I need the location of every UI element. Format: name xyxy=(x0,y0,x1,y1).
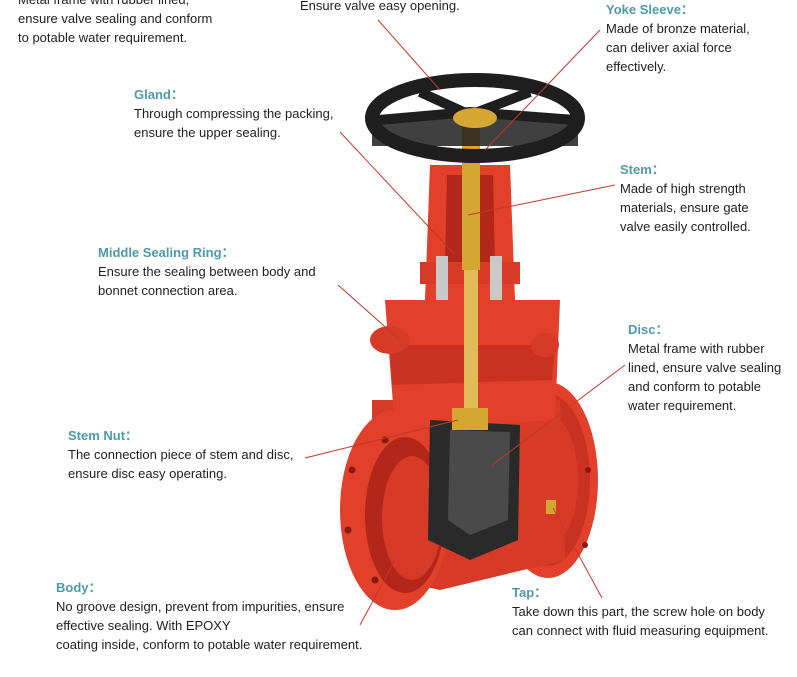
left-flange xyxy=(340,410,450,610)
disc-desc: Metal frame with rubber lined, ensure va… xyxy=(628,341,782,413)
body-desc: No groove design, prevent from impuritie… xyxy=(56,599,363,652)
middle-sealing-ring-title: Middle Sealing Ring： xyxy=(98,245,235,260)
middle-sealing-ring-label: Middle Sealing Ring： Ensure the sealing … xyxy=(98,243,316,300)
stem-nut-title: Stem Nut： xyxy=(68,428,139,443)
stem-nut-label: Stem Nut： The connection piece of stem a… xyxy=(68,426,293,483)
body-title: Body： xyxy=(56,580,102,595)
disc xyxy=(428,420,520,560)
yoke-sleeve-label: Yoke Sleeve： Made of bronze material, ca… xyxy=(606,0,750,76)
disc-title: Disc： xyxy=(628,322,669,337)
top-left-desc: Metal frame with rubber lined, ensure va… xyxy=(18,0,213,45)
gland-desc: Through compressing the packing, ensure … xyxy=(134,106,334,140)
gland-label: Gland： Through compressing the packing, … xyxy=(134,85,333,142)
leader-lines xyxy=(304,19,626,626)
tap xyxy=(546,500,556,514)
bolts xyxy=(436,256,502,300)
top-center-desc: Ensure valve easy opening. xyxy=(300,0,460,13)
middle-sealing-ring-desc: Ensure the sealing between body and bonn… xyxy=(98,264,316,298)
handwheel xyxy=(365,73,585,163)
stem-title: Stem： xyxy=(620,162,665,177)
top-center-label: Ensure valve easy opening. xyxy=(300,0,460,15)
tap-label: Tap： Take down this part, the screw hole… xyxy=(512,583,769,640)
top-left-label: Metal frame with rubber lined, ensure va… xyxy=(18,0,212,47)
stem-desc: Made of high strength materials, ensure … xyxy=(620,181,751,234)
gland-title: Gland： xyxy=(134,87,184,102)
yoke-sleeve-desc: Made of bronze material, can deliver axi… xyxy=(606,21,750,74)
tap-desc: Take down this part, the screw hole on b… xyxy=(512,604,769,638)
stem-label: Stem： Made of high strength materials, e… xyxy=(620,160,751,236)
stem-nut-desc: The connection piece of stem and disc, e… xyxy=(68,447,294,481)
body-label: Body： No groove design, prevent from imp… xyxy=(56,578,362,654)
disc-label: Disc： Metal frame with rubber lined, ens… xyxy=(628,320,781,415)
tap-title: Tap： xyxy=(512,585,548,600)
yoke-sleeve-title: Yoke Sleeve： xyxy=(606,2,694,17)
